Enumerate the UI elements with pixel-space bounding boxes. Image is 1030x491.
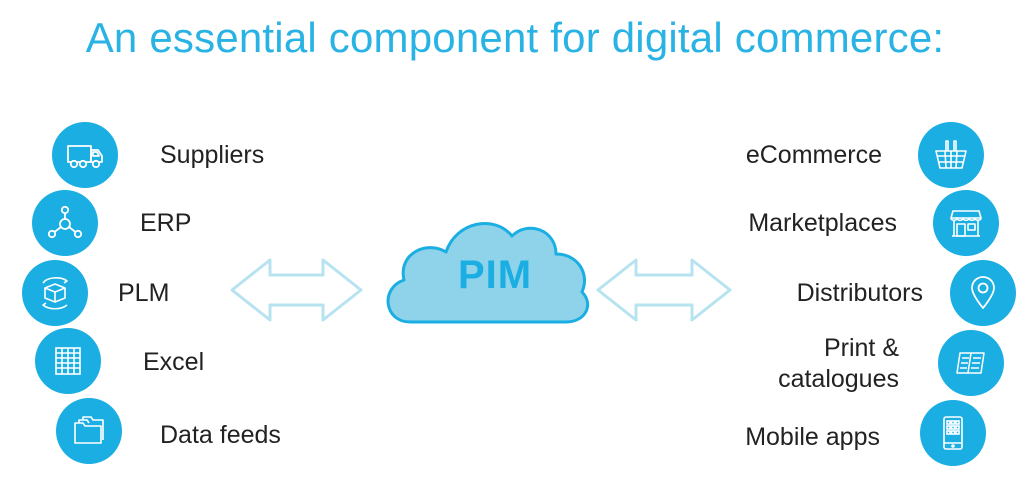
- mobile-phone-icon: [920, 400, 986, 466]
- source-label-suppliers: Suppliers: [160, 141, 265, 169]
- channel-label-mobile-apps: Mobile apps: [745, 423, 880, 451]
- storefront-icon: [933, 190, 999, 256]
- network-icon: [32, 190, 98, 256]
- channel-label-ecommerce: eCommerce: [745, 141, 882, 169]
- source-label-plm: PLM: [118, 279, 170, 307]
- box-cycle-icon: [22, 260, 88, 326]
- right-double-arrow: [596, 258, 732, 322]
- source-label-erp: ERP: [140, 209, 192, 237]
- source-label-excel: Excel: [143, 348, 205, 376]
- source-label-data-feeds: Data feeds: [160, 421, 281, 449]
- channel-label-marketplaces: Marketplaces: [748, 209, 897, 237]
- basket-icon: [918, 122, 984, 188]
- spreadsheet-icon: [35, 328, 101, 394]
- channel-label-print-line1: Print &: [823, 334, 899, 362]
- page-title: An essential component for digital comme…: [85, 14, 945, 61]
- pim-label: PIM: [457, 253, 533, 297]
- location-pin-icon: [950, 260, 1016, 326]
- channel-label-print-line2: catalogues: [778, 365, 899, 393]
- pim-cloud: [386, 221, 589, 324]
- catalogue-icon: [938, 330, 1004, 396]
- folders-icon: [56, 398, 122, 464]
- truck-icon: [52, 122, 118, 188]
- channel-label-distributors: Distributors: [796, 279, 923, 307]
- left-double-arrow: [230, 258, 363, 322]
